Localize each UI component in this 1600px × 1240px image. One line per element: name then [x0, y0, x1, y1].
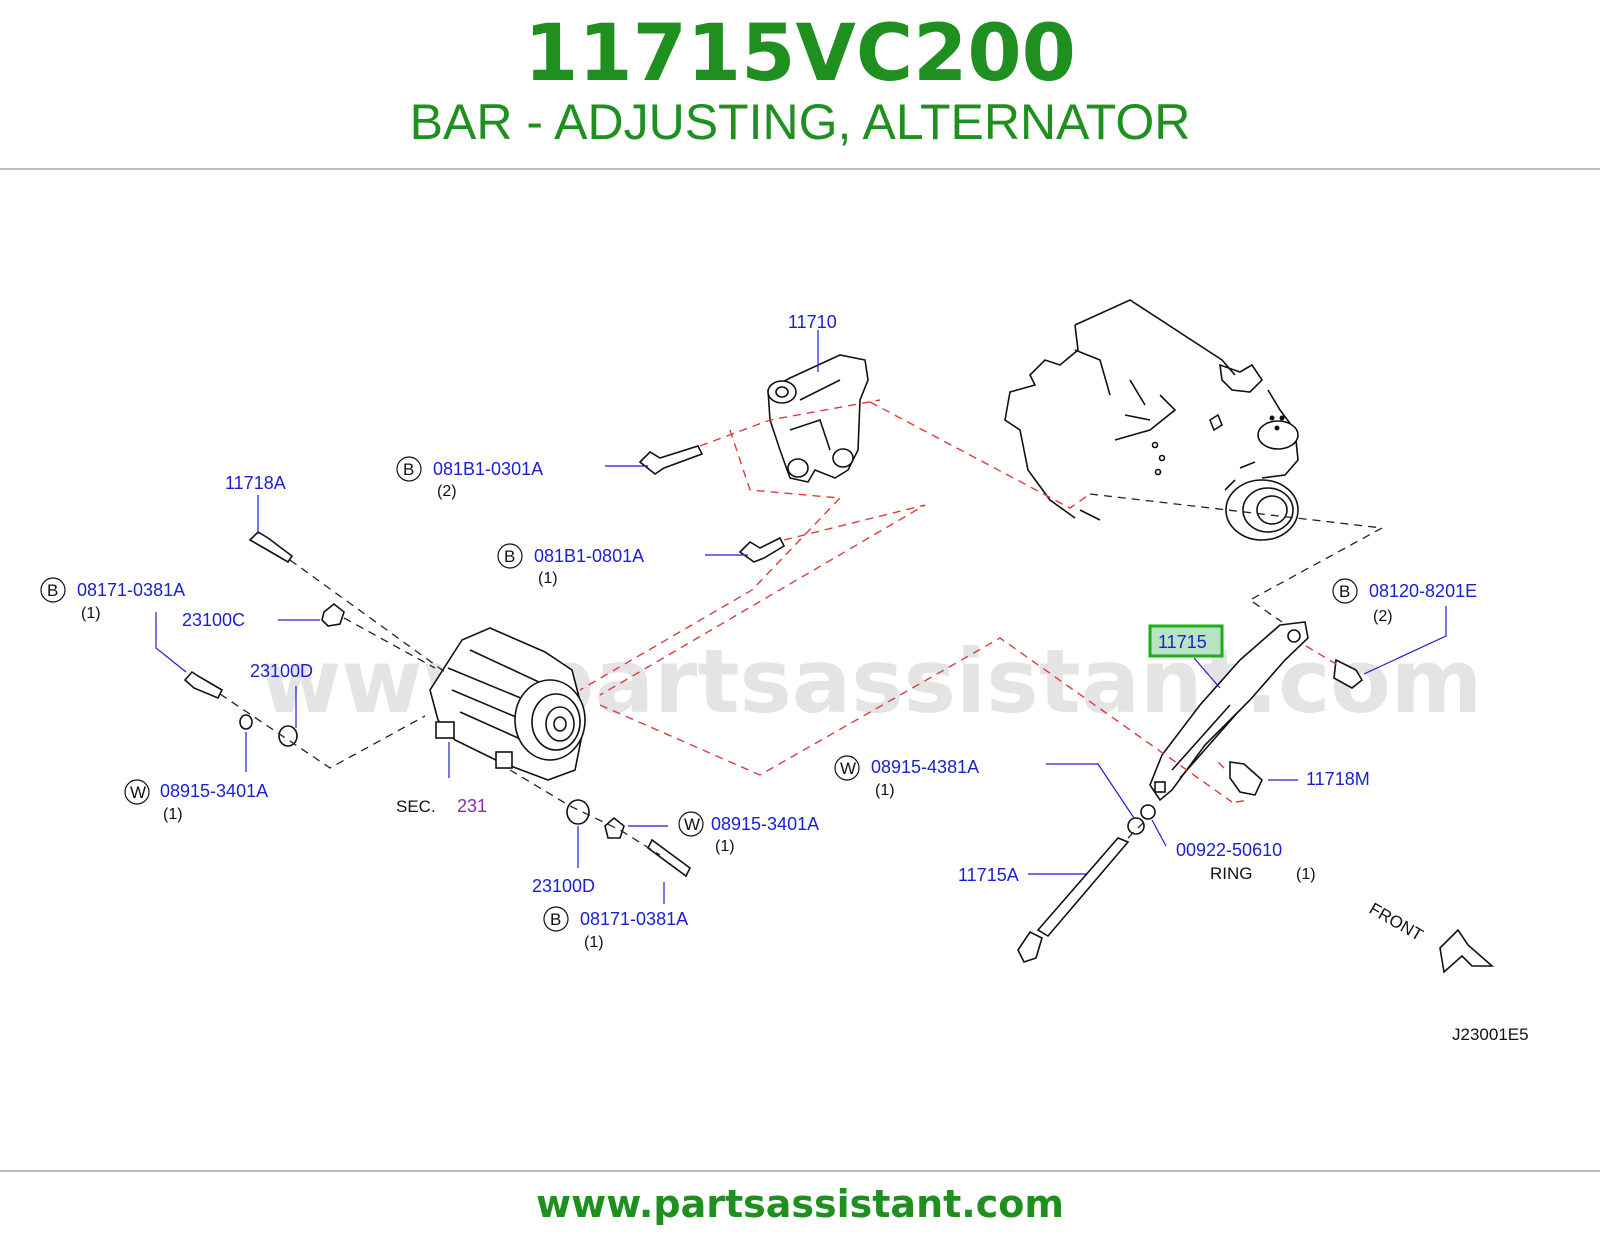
label-23100D-top[interactable]: 23100D	[250, 661, 313, 681]
label-08120-8201E[interactable]: 08120-8201E	[1369, 581, 1477, 601]
label-08171-0381A-bottom[interactable]: 08171-0381A	[580, 909, 688, 929]
badge-letter: W	[840, 759, 856, 778]
bolt-badge-icon	[1332, 578, 1358, 604]
bracket-11710-drawing	[767, 354, 869, 483]
label-081B1-0301A[interactable]: 081B1-0301A	[433, 459, 543, 479]
qty-08915-3401A-left: (1)	[163, 806, 183, 823]
label-11718A[interactable]: 11718A	[225, 473, 286, 493]
qty-08171-0381A-left: (1)	[81, 605, 101, 622]
label-11718M[interactable]: 11718M	[1306, 769, 1370, 789]
leader-lines	[155, 330, 1447, 904]
washer-badge-icon	[834, 755, 860, 781]
label-00922-50610[interactable]: 00922-50610	[1176, 840, 1282, 860]
qty-08120-8201E: (2)	[1373, 608, 1393, 625]
label-11710[interactable]: 11710	[788, 312, 837, 332]
label-08915-3401A-right[interactable]: 08915-3401A	[711, 814, 819, 834]
label-11715A[interactable]: 11715A	[958, 865, 1019, 885]
front-direction-indicator: FRONT	[1366, 899, 1495, 974]
label-23100D-bottom[interactable]: 23100D	[532, 876, 595, 896]
label-081B1-0801A[interactable]: 081B1-0801A	[534, 546, 644, 566]
ring-label: RING	[1210, 864, 1253, 883]
label-23100C[interactable]: 23100C	[182, 610, 245, 630]
header-divider	[0, 168, 1600, 170]
front-label: FRONT	[1366, 899, 1426, 945]
badge-letter: B	[47, 581, 58, 600]
washer-badge-icon	[124, 779, 150, 805]
qty-081B1-0301A: (2)	[437, 483, 457, 500]
adjusting-bar-11715-drawing	[1149, 621, 1309, 802]
washer-badge-icon	[678, 811, 704, 837]
badge-letter: W	[684, 815, 700, 834]
badge-letter: B	[550, 910, 561, 929]
footer-url[interactable]: www.partsassistant.com	[536, 1182, 1064, 1226]
diagram-code: J23001E5	[1452, 1025, 1529, 1044]
sec-label: SEC.	[396, 797, 436, 816]
highlighted-part-box[interactable]	[1148, 624, 1224, 658]
badge-letter: W	[130, 783, 146, 802]
footer-divider	[0, 1170, 1600, 1172]
label-08171-0381A-left[interactable]: 08171-0381A	[77, 580, 185, 600]
bolt-badge-icon	[396, 456, 422, 482]
part-number-title: 11715VC200	[524, 9, 1076, 99]
bolt-badge-icon	[543, 906, 569, 932]
badge-letter: B	[504, 547, 515, 566]
part-description: BAR - ADJUSTING, ALTERNATOR	[409, 94, 1191, 150]
sec-number-link[interactable]: 231	[457, 796, 487, 816]
bolt-badge-icon	[40, 577, 66, 603]
alternator-drawing	[429, 627, 586, 781]
qty-08171-0381A-bottom: (1)	[584, 934, 604, 951]
qty-081B1-0801A: (1)	[538, 570, 558, 587]
badge-letter: B	[1339, 582, 1350, 601]
fasteners-drawing	[183, 445, 1364, 963]
qty-08915-3401A-right: (1)	[715, 838, 735, 855]
front-arrow-icon	[1439, 928, 1495, 974]
label-08915-4381A[interactable]: 08915-4381A	[871, 757, 979, 777]
bolt-badge-icon	[497, 543, 523, 569]
label-11715-highlighted[interactable]: 11715	[1158, 632, 1207, 652]
engine-block-drawing	[1004, 299, 1299, 541]
ring-qty: (1)	[1296, 866, 1316, 883]
qty-08915-4381A: (1)	[875, 782, 895, 799]
label-08915-3401A-left[interactable]: 08915-3401A	[160, 781, 268, 801]
assembly-dashed-lines	[219, 399, 1385, 856]
badge-letter: B	[403, 460, 414, 479]
